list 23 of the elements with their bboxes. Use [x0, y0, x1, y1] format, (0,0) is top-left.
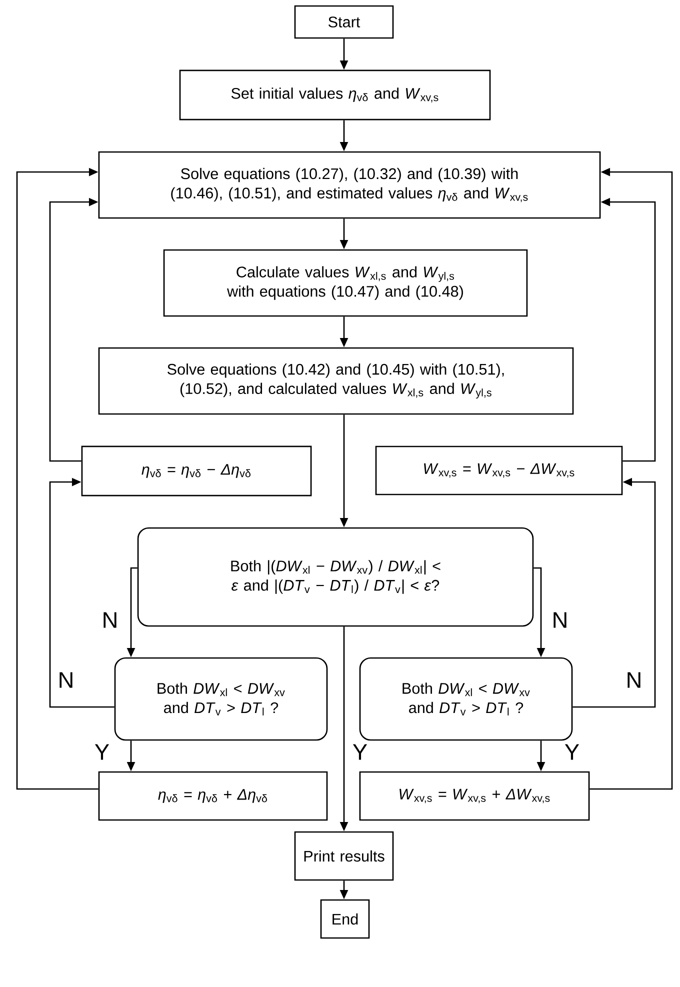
- decision-box: Both |(DW$_{xl}$ − DW$_{xv}$) / DW$_{xl}$| < ε and |(DT$_{v}$ − DT$_{l}$) / DT$_{v}$| < ε?: [137, 527, 534, 627]
- edge-label: Y: [563, 742, 581, 762]
- edge-label: N: [624, 670, 644, 690]
- arrow: [49, 478, 114, 708]
- decision-box: Both DW$_{xl}$ < DW$_{xv}$ and DT$_{v}$ > DT$_{l}$ ?: [359, 657, 573, 741]
- process-box: Solve equations (10.42) and (10.45) with (10.51), (10.52), and calculated values W$_{xl,s}$ and W$_{yl,s}$: [98, 347, 574, 415]
- process-box: W$_{xv,s}$ = W$_{xv,s}$ − ΔW$_{xv,s}$: [375, 446, 623, 496]
- process-box: η$_{vδ}$ = η$_{vδ}$ + Δη$_{vδ}$: [98, 771, 328, 821]
- arrow: [16, 168, 98, 790]
- process-box: Start: [294, 5, 394, 39]
- process-box: Calculate values W$_{xl,s}$ and W$_{yl,s}$ with equations (10.47) and (10.48): [163, 249, 528, 317]
- process-box: Set initial values η$_{vδ}$ and W$_{xv,s}$: [179, 70, 491, 120]
- edge-label: N: [56, 670, 76, 690]
- edge-label: Y: [351, 742, 369, 762]
- edge-label: Y: [93, 742, 111, 762]
- edge-label: N: [100, 610, 120, 630]
- decision-box: Both DW$_{xl}$ < DW$_{xv}$ and DT$_{v}$ > DT$_{l}$ ?: [114, 657, 328, 741]
- process-box: Print results: [294, 831, 394, 881]
- edge-label: N: [550, 610, 570, 630]
- process-box: η$_{vδ}$ = η$_{vδ}$ − Δη$_{vδ}$: [81, 446, 312, 496]
- process-box: End: [320, 899, 370, 939]
- process-box: W$_{xv,s}$ = W$_{xv,s}$ + ΔW$_{xv,s}$: [359, 771, 590, 821]
- process-box: Solve equations (10.27), (10.32) and (10.39) with (10.46), (10.51), and estimated values η$_{vδ}$ and W$_{xv,s}$: [98, 151, 601, 219]
